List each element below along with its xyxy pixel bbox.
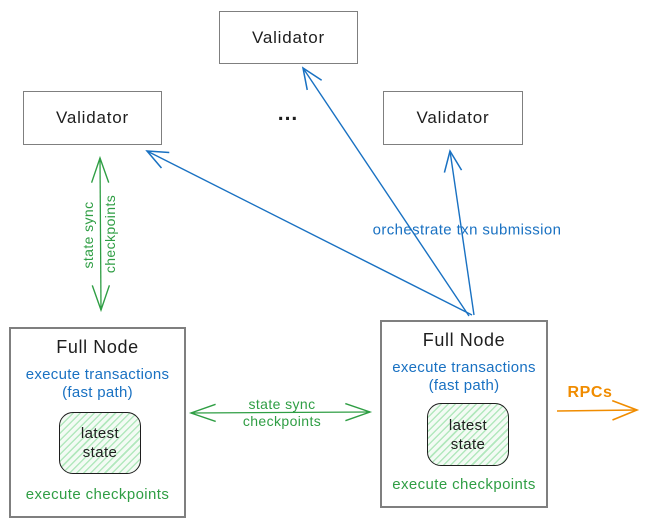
- state-sync-horizontal-label-line1: state sync: [248, 396, 316, 412]
- latest-state-right-line1: latest: [448, 416, 488, 434]
- arrow-rpcs: [556, 399, 640, 421]
- latest-state-left-line1: latest: [80, 425, 120, 442]
- rpcs-label: RPCs: [567, 384, 613, 401]
- full-node-left-fast-path: execute transactions (fast path): [26, 366, 170, 402]
- latest-state-right-line2: state: [450, 435, 486, 453]
- state-sync-horizontal-label: state sync checkpoints: [243, 396, 321, 430]
- latest-state-box-right: latest state: [427, 403, 509, 466]
- validator-box-top: Validator: [219, 11, 358, 64]
- validator-ellipsis: ...: [277, 102, 299, 125]
- full-node-left-checkpoints-label: execute checkpoints: [25, 486, 170, 503]
- arrow-state-sync-vertical: [90, 155, 111, 313]
- validator-box-left: Validator: [23, 91, 162, 145]
- full-node-box-left: Full Node execute transactions (fast pat…: [9, 327, 186, 518]
- full-node-left-fast-path-line2: (fast path): [62, 384, 133, 401]
- state-sync-horizontal-label-line2: checkpoints: [242, 413, 322, 429]
- latest-state-box-left: latest state: [59, 412, 141, 474]
- latest-state-left-line2: state: [82, 444, 118, 461]
- validator-left-label: Validator: [55, 108, 130, 127]
- validator-box-right: Validator: [383, 91, 523, 145]
- full-node-box-right: Full Node execute transactions (fast pat…: [380, 320, 548, 508]
- full-node-right-checkpoints-label: execute checkpoints: [392, 476, 536, 493]
- orchestrate-txn-submission-label: orchestrate txn submission: [372, 221, 562, 239]
- state-sync-vertical-label-line1: state sync: [80, 201, 96, 269]
- full-node-right-fast-path-line2: (fast path): [428, 377, 500, 394]
- validator-top-label: Validator: [251, 27, 326, 47]
- full-node-right-fast-path: execute transactions (fast path): [392, 359, 536, 395]
- validator-right-label: Validator: [416, 108, 490, 127]
- full-node-left-fast-path-line1: execute transactions: [25, 366, 170, 383]
- full-node-right-title: Full Node: [422, 330, 506, 350]
- full-node-right-fast-path-line1: execute transactions: [392, 359, 536, 376]
- full-node-left-title: Full Node: [56, 337, 139, 357]
- state-sync-vertical-label-line2: checkpoints: [102, 194, 118, 274]
